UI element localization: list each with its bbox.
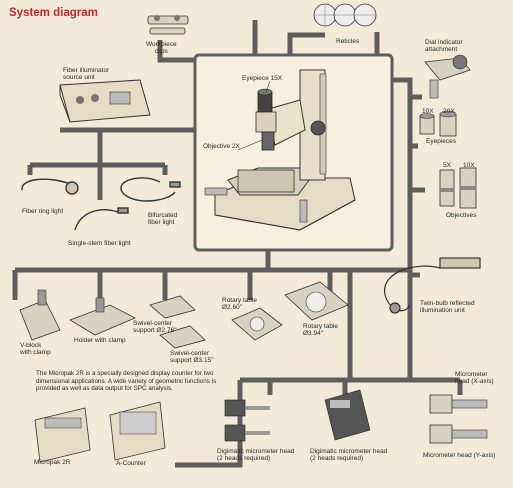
label-workpiece-clips: Workpiece clips <box>146 41 177 56</box>
label-holder-clamp: Holder with clamp <box>74 337 126 344</box>
label-objective-10x: 10X <box>463 162 475 169</box>
counters-illustration <box>34 401 166 463</box>
rotary-tables-illustration <box>231 281 349 341</box>
label-a-counter: A-Counter <box>116 460 146 467</box>
label-objective-5x: 5X <box>443 162 451 169</box>
label-twin-bulb: Twin-bulb reflected illumination unit <box>420 300 475 315</box>
label-reticles: Reticles <box>336 38 360 45</box>
label-rotary-394: Rotary table Ø3.94" <box>303 323 339 338</box>
label-vblock: V-block with clamp <box>20 342 51 357</box>
label-eyepieces: Eyepieces <box>426 138 456 145</box>
fiber-lights-illustration <box>21 177 181 231</box>
eyepieces-illustration <box>419 110 457 137</box>
fiber-illuminator-illustration <box>59 79 151 123</box>
label-digimatic-head-1: Digimatic micrometer head (2 heads requi… <box>217 448 295 463</box>
reticles-illustration <box>313 3 377 27</box>
holder-clamp-illustration <box>69 297 136 336</box>
label-objective-2x: Objective 2X <box>203 143 240 150</box>
objectives-illustration <box>439 167 477 209</box>
label-fiber-illuminator: Fiber illuminator source unit <box>63 67 110 82</box>
label-objectives: Objectives <box>446 212 477 219</box>
label-eyepiece-15x: Eyepiece 15X <box>242 75 283 82</box>
label-eyepiece-20x: 20X <box>443 108 455 115</box>
label-bifurcated-light: Bifurcated fiber light <box>148 212 178 227</box>
vblock-illustration <box>19 289 61 341</box>
label-micrometer-x: Micrometer head (X-axis) <box>455 371 494 386</box>
micrometer-heads-illustration <box>429 394 488 444</box>
label-digimatic-head-2: Digimatic micrometer head (2 heads requi… <box>310 448 388 463</box>
twin-bulb-illustration <box>384 257 481 314</box>
label-swivel-315: Swivel-center support Ø3.15" <box>170 350 214 365</box>
label-swivel-276: Swivel-center support Ø2.76" <box>133 320 177 335</box>
label-rotary-260: Rotary table Ø2.60" <box>222 297 258 312</box>
label-micropak-2r: Micropak 2R <box>34 459 71 466</box>
label-fiber-ring-light: Fiber ring light <box>22 208 64 215</box>
label-single-stem: Single-stem fiber light <box>68 240 131 247</box>
microscope-panel <box>193 53 394 252</box>
micropak-description: The Micropak 2R is a specially designed … <box>36 370 217 393</box>
diagram-title: System diagram <box>9 7 98 19</box>
label-dial-indicator: Dial indicator attachment <box>425 39 463 54</box>
label-micrometer-y: Micrometer head (Y-axis) <box>423 452 496 459</box>
workpiece-clips-illustration <box>147 15 189 35</box>
swivel-supports-illustration <box>149 295 206 349</box>
label-eyepiece-10x: 10X <box>422 108 434 115</box>
digimatic-heads-illustration <box>224 389 371 442</box>
dial-indicator-illustration <box>424 54 471 99</box>
